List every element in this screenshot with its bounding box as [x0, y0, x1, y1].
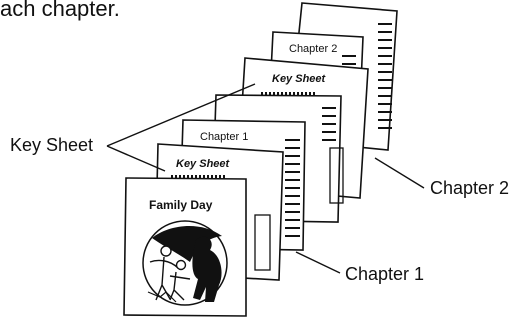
- cover-title: Family Day: [149, 198, 213, 212]
- key-sheet-lower-title: Key Sheet: [176, 158, 231, 170]
- chapter2-page-title: Chapter 2: [289, 43, 337, 55]
- callout-chapter2: Chapter 2: [374, 157, 509, 198]
- callout-chapter2-label: Chapter 2: [430, 178, 509, 198]
- callout-key-sheet-label: Key Sheet: [10, 135, 93, 155]
- cover-illustration: [142, 220, 228, 306]
- callout-chapter1-label: Chapter 1: [345, 264, 424, 284]
- intro-text: ach chapter.: [0, 0, 120, 21]
- chapter1-page-title: Chapter 1: [200, 131, 248, 143]
- key-sheet-upper-title: Key Sheet: [272, 73, 327, 85]
- callout-key-sheet: Key Sheet: [10, 83, 256, 172]
- cover-sheet: Family Day: [123, 177, 247, 317]
- callout-chapter1: Chapter 1: [295, 251, 424, 284]
